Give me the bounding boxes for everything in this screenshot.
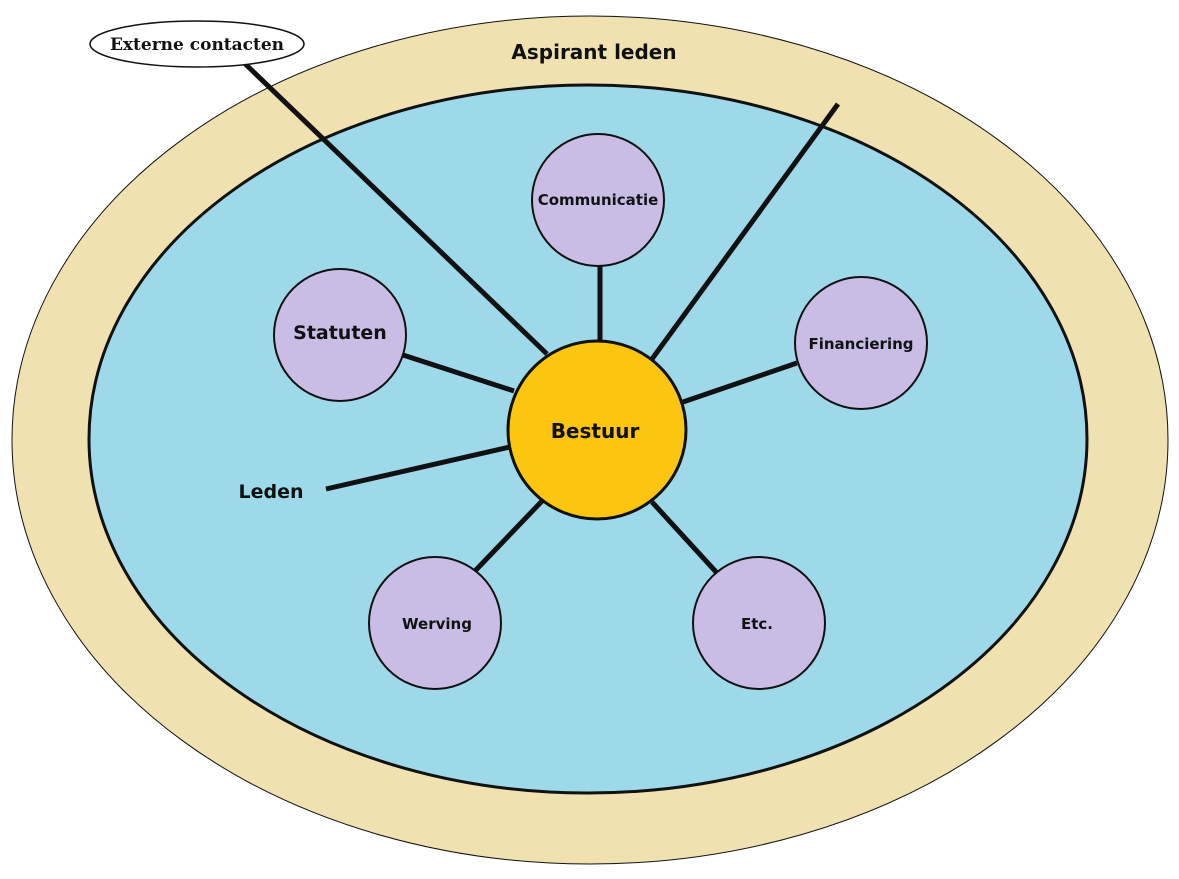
outer-ring-label: Aspirant leden [511,40,676,64]
satellite-werving: Werving [368,556,502,690]
satellite-communicatie-label: Communicatie [538,191,659,209]
callout-externe-contacten [89,20,305,68]
connector-externe-contacten [236,55,549,356]
satellite-etc-label: Etc. [741,615,773,633]
satellite-werving-circle [368,556,502,690]
inner-area-label: Leden [238,481,303,503]
connector-financiering [682,360,798,405]
satellite-financiering: Financiering [794,276,928,410]
satellite-financiering-circle [794,276,928,410]
center-bestuur: Bestuur [506,339,688,521]
satellite-etc-circle [692,556,826,690]
satellite-financiering-label: Financiering [808,335,913,353]
connectors [236,55,841,575]
connector-etc [650,500,719,575]
connector-top-right [649,102,841,361]
satellite-etc: Etc. [692,556,826,690]
center-bestuur-circle [506,339,688,521]
satellite-werving-label: Werving [402,615,472,633]
connector-werving [472,498,545,574]
satellite-statuten-label: Statuten [293,322,387,344]
satellite-statuten: Statuten [273,268,407,402]
satellite-statuten-circle [273,268,407,402]
callout-externe-contacten-label: Externe contacten [110,35,284,55]
connector-statuten [402,352,515,394]
center-bestuur-label: Bestuur [551,419,640,443]
satellite-communicatie: Communicatie [531,133,665,267]
connector-leden [325,444,511,492]
satellite-communicatie-circle [531,133,665,267]
